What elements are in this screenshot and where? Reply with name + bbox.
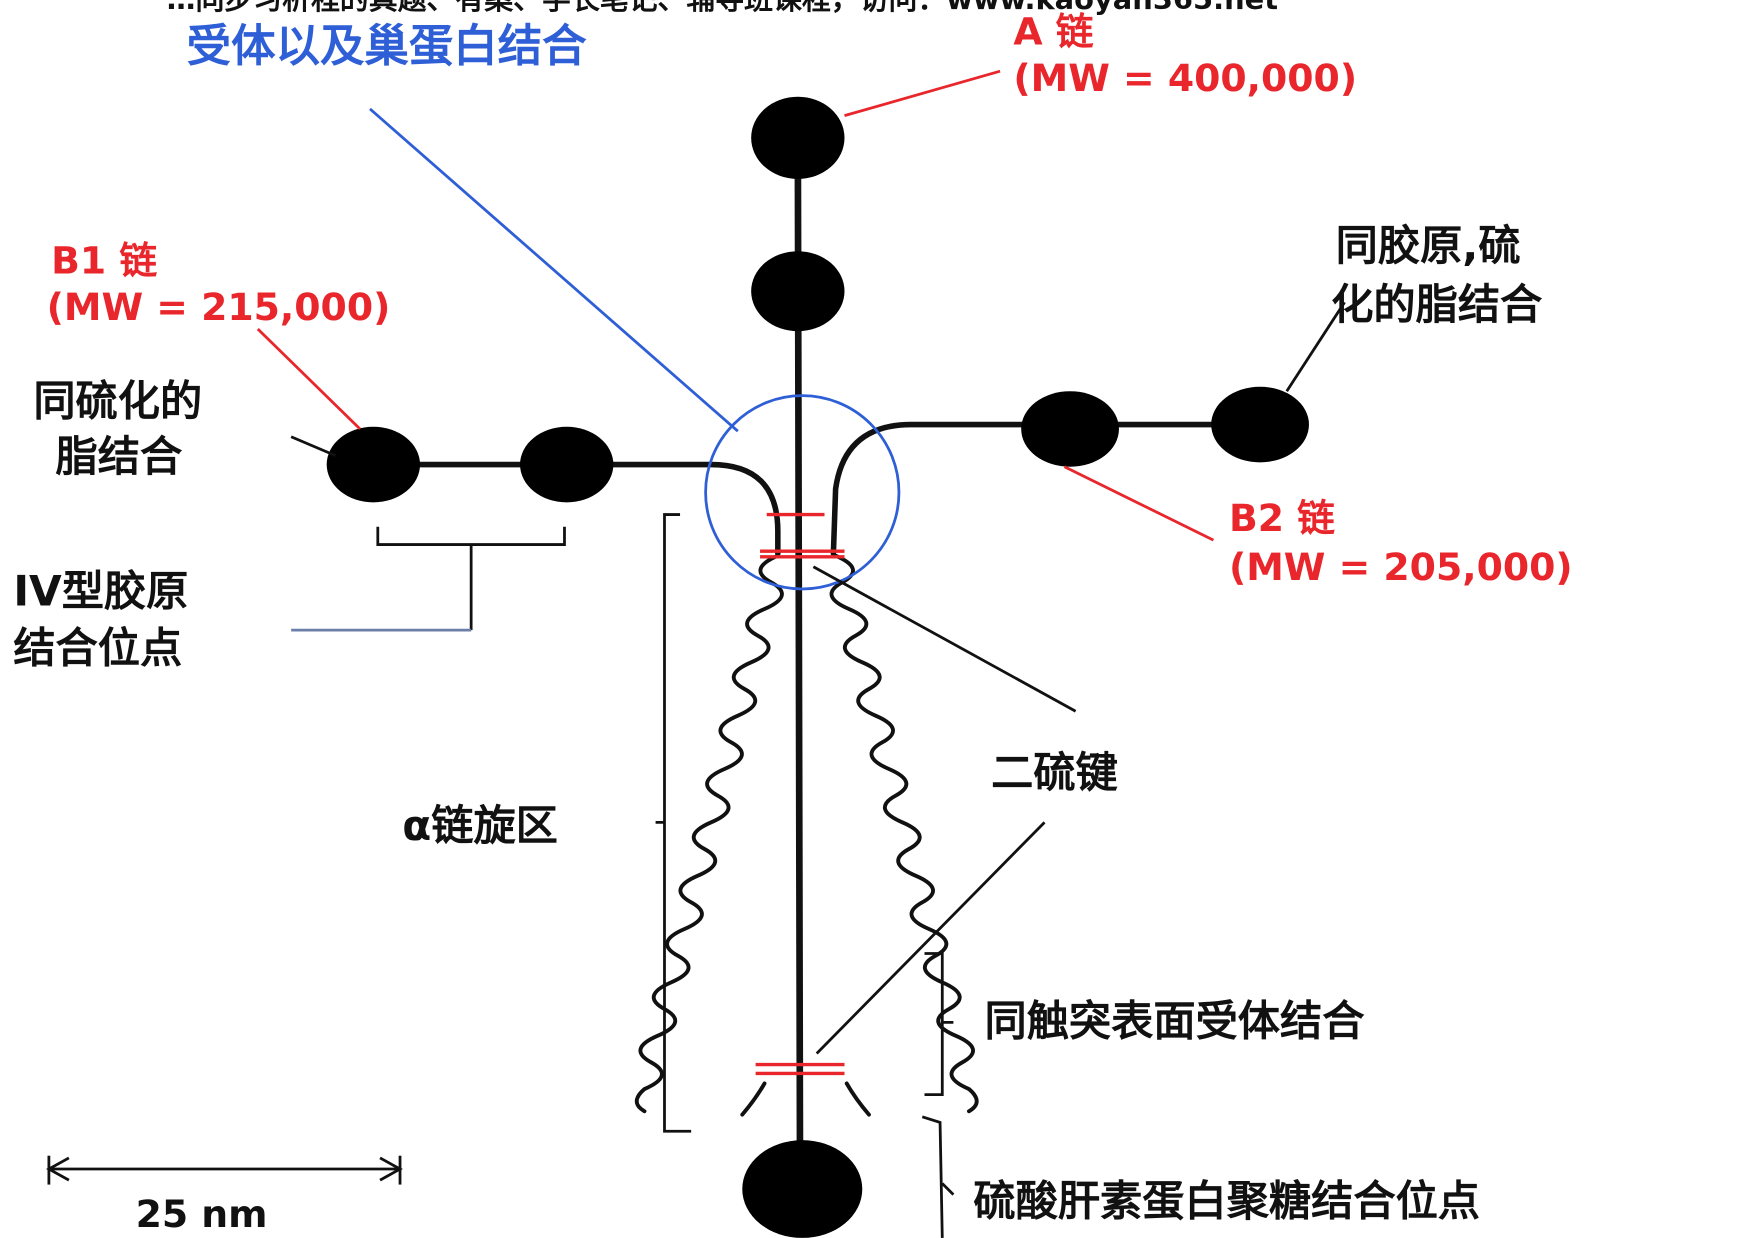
- b1-chain-label: B1 链: [51, 238, 157, 282]
- b2-chain-label: B2 链: [1229, 496, 1335, 540]
- sulfatide-left-label-2: 脂结合: [56, 432, 183, 481]
- collagen-iv-label-2: 结合位点: [13, 623, 182, 672]
- collagen-iv-brace: [376, 526, 566, 631]
- b2-globule-1: [1021, 391, 1119, 467]
- collagen-right-label-2: 化的脂结合: [1331, 280, 1543, 329]
- lower-flare-right: [844, 1081, 871, 1117]
- receptor-binding-circle: [704, 394, 901, 591]
- alpha-helix-bracket: [655, 513, 692, 1133]
- header-text: …同步习析程的真题、有案、学长笔记、辅导班课程，访问：www.kaoyan365…: [167, 0, 1279, 16]
- a-chain-globule-2: [751, 251, 845, 332]
- chain-leaders: [256, 69, 1215, 542]
- b2-chain-mw: (MW = 205,000): [1229, 545, 1573, 589]
- b1-globule-1: [326, 426, 421, 503]
- a-chain-globule-1: [751, 96, 845, 179]
- a-chain-mw: (MW = 400,000): [1013, 56, 1357, 100]
- laminin-structure: [326, 96, 1309, 1238]
- synaptic-bracket: [924, 952, 954, 1096]
- coiled-coil-right: [829, 553, 979, 1114]
- collagen-right-label-1: 同胶原,硫: [1336, 221, 1521, 270]
- coiled-coil-left: [634, 553, 784, 1114]
- disulfide-label: 二硫键: [991, 748, 1118, 797]
- b1-chain-mw: (MW = 215,000): [47, 285, 391, 329]
- lower-flare-left: [740, 1081, 767, 1117]
- b2-globule-2: [1211, 386, 1309, 463]
- b1-globule-2: [520, 426, 614, 503]
- b2-arm: [830, 421, 1264, 557]
- collagen-iv-label-1: IV型胶原: [13, 567, 188, 616]
- scale-label: 25 nm: [136, 1192, 268, 1236]
- g-domain-globule: [742, 1140, 863, 1238]
- black-leaders: [290, 301, 1346, 1055]
- receptor-binding-pointer: [369, 107, 739, 433]
- heparan-bracket: [921, 1115, 955, 1238]
- scale-bar: [46, 1155, 403, 1185]
- heparan-binding-label: 硫酸肝素蛋白聚糖结合位点: [973, 1177, 1480, 1226]
- b1-arm: [369, 461, 781, 557]
- synaptic-binding-label: 同触突表面受体结合: [985, 997, 1366, 1046]
- receptor-binding-label: 受体以及巢蛋白结合: [187, 21, 587, 72]
- disulfide-bonds: [755, 512, 845, 1076]
- sulfatide-left-label-1: 同硫化的: [33, 377, 202, 426]
- a-chain-label: A 链: [1013, 10, 1093, 54]
- alpha-helix-label: α链旋区: [402, 801, 558, 850]
